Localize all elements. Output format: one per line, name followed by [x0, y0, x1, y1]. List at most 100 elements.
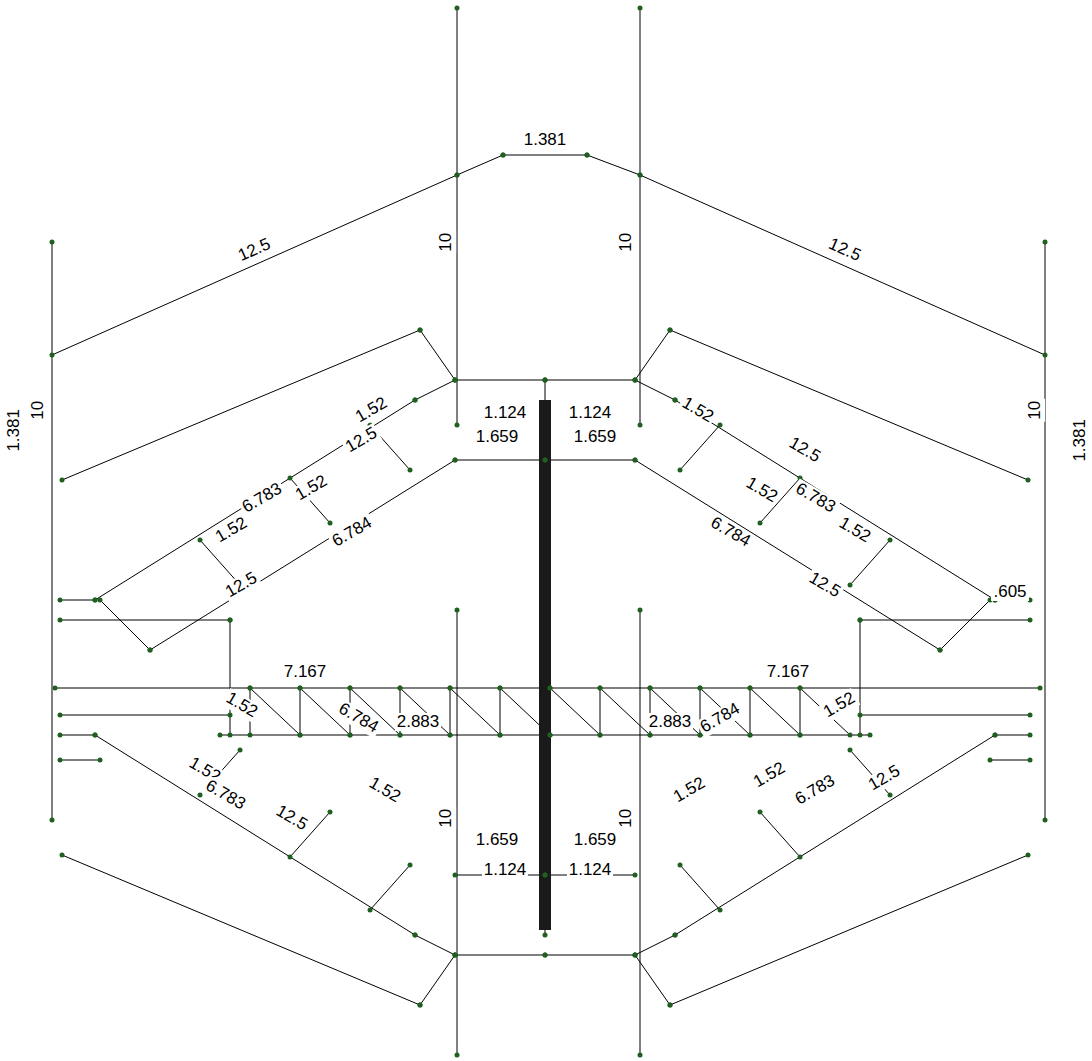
- frame-member: [760, 812, 800, 857]
- joint-dot: [228, 618, 233, 623]
- frame-member: [60, 735, 95, 736]
- joint-dot: [798, 733, 803, 738]
- dimension-label: 2.883: [647, 713, 694, 732]
- dimension-label: 6.783: [237, 478, 287, 517]
- joint-dot: [455, 173, 460, 178]
- frame-member: [450, 688, 500, 735]
- dimension-label: 10: [437, 231, 456, 254]
- joint-dot: [498, 686, 503, 691]
- joint-dot: [868, 733, 873, 738]
- joint-dot: [1028, 713, 1033, 718]
- frame-member: [455, 460, 545, 461]
- joint-dot: [548, 686, 553, 691]
- frame-member: [62, 330, 420, 480]
- dimension-label: 6.783: [790, 770, 840, 809]
- joint-dot: [1038, 686, 1043, 691]
- frame-member: [550, 688, 600, 735]
- joint-dot: [418, 1003, 423, 1008]
- joint-dot: [698, 686, 703, 691]
- joint-dot: [448, 733, 453, 738]
- frame-member: [860, 620, 1030, 621]
- frame-member: [860, 620, 861, 735]
- joint-dot: [648, 733, 653, 738]
- dimension-label: 12.5: [784, 433, 825, 468]
- dimension-label: 6.784: [705, 512, 755, 551]
- frame-member: [940, 600, 990, 650]
- joint-dot: [585, 153, 590, 158]
- dimension-label: 12.5: [341, 423, 382, 458]
- joint-dot: [633, 378, 638, 383]
- joint-dot: [718, 908, 723, 913]
- joint-dot: [673, 398, 678, 403]
- joint-dot: [98, 758, 103, 763]
- frame-member: [230, 620, 231, 735]
- dimension-label: 12.5: [804, 568, 845, 603]
- joint-dot: [993, 733, 998, 738]
- joint-dot: [648, 686, 653, 691]
- joint-dot: [408, 468, 413, 473]
- dimension-label: 1.52: [834, 513, 875, 548]
- joint-dot: [848, 748, 853, 753]
- joint-dot: [453, 458, 458, 463]
- frame-member: [1045, 242, 1046, 820]
- joint-dot: [413, 933, 418, 938]
- joint-dot: [548, 733, 553, 738]
- joint-dot: [248, 733, 253, 738]
- dimension-label: 7.167: [765, 663, 812, 682]
- dimension-label: 12.5: [864, 761, 905, 796]
- joint-dot: [298, 733, 303, 738]
- joint-dot: [633, 873, 638, 878]
- joint-dot: [1026, 478, 1031, 483]
- joint-dot: [633, 953, 638, 958]
- frame-member: [60, 620, 230, 621]
- joint-dot: [718, 423, 723, 428]
- frame-member: [640, 8, 641, 425]
- joint-dot: [698, 686, 703, 691]
- joint-dot: [798, 733, 803, 738]
- joint-dot: [93, 598, 98, 603]
- joint-dot: [408, 863, 413, 868]
- joint-dot: [58, 598, 63, 603]
- joint-dot: [455, 173, 460, 178]
- dimension-label: 1.381: [1071, 417, 1090, 464]
- frame-member: [457, 155, 503, 175]
- joint-dot: [633, 953, 638, 958]
- joint-dot: [58, 733, 63, 738]
- joint-dot: [633, 953, 638, 958]
- frame-member: [455, 380, 545, 381]
- joint-dot: [228, 713, 233, 718]
- joint-dot: [448, 686, 453, 691]
- frame-member: [587, 155, 640, 175]
- dimension-label: 10: [437, 807, 456, 830]
- joint-dot: [848, 733, 853, 738]
- joint-dot: [50, 818, 55, 823]
- frame-member: [635, 330, 670, 380]
- joint-dot: [288, 476, 293, 481]
- joint-dot: [938, 648, 943, 653]
- frame-member: [640, 610, 641, 1055]
- frame-member: [62, 855, 420, 1005]
- joint-dot: [228, 618, 233, 623]
- joint-dot: [453, 953, 458, 958]
- joint-dot: [668, 328, 673, 333]
- joint-dot: [1043, 818, 1048, 823]
- joint-dot: [543, 458, 548, 463]
- joint-dot: [368, 908, 373, 913]
- frame-member: [415, 935, 455, 955]
- frame-member: [670, 330, 1028, 480]
- joint-dot: [298, 733, 303, 738]
- joint-dot: [58, 713, 63, 718]
- frame-member: [860, 715, 1030, 716]
- joint-dot: [198, 793, 203, 798]
- frame-member: [545, 380, 635, 381]
- dimension-label: 1.52: [364, 773, 405, 808]
- joint-dot: [53, 686, 58, 691]
- joint-dot: [498, 686, 503, 691]
- joint-dot: [50, 353, 55, 358]
- joint-dot: [858, 618, 863, 623]
- joint-dot: [58, 618, 63, 623]
- joint-dot: [288, 855, 293, 860]
- dimension-label: 1.659: [474, 831, 521, 850]
- frame-member: [100, 600, 150, 650]
- joint-dot: [668, 1003, 673, 1008]
